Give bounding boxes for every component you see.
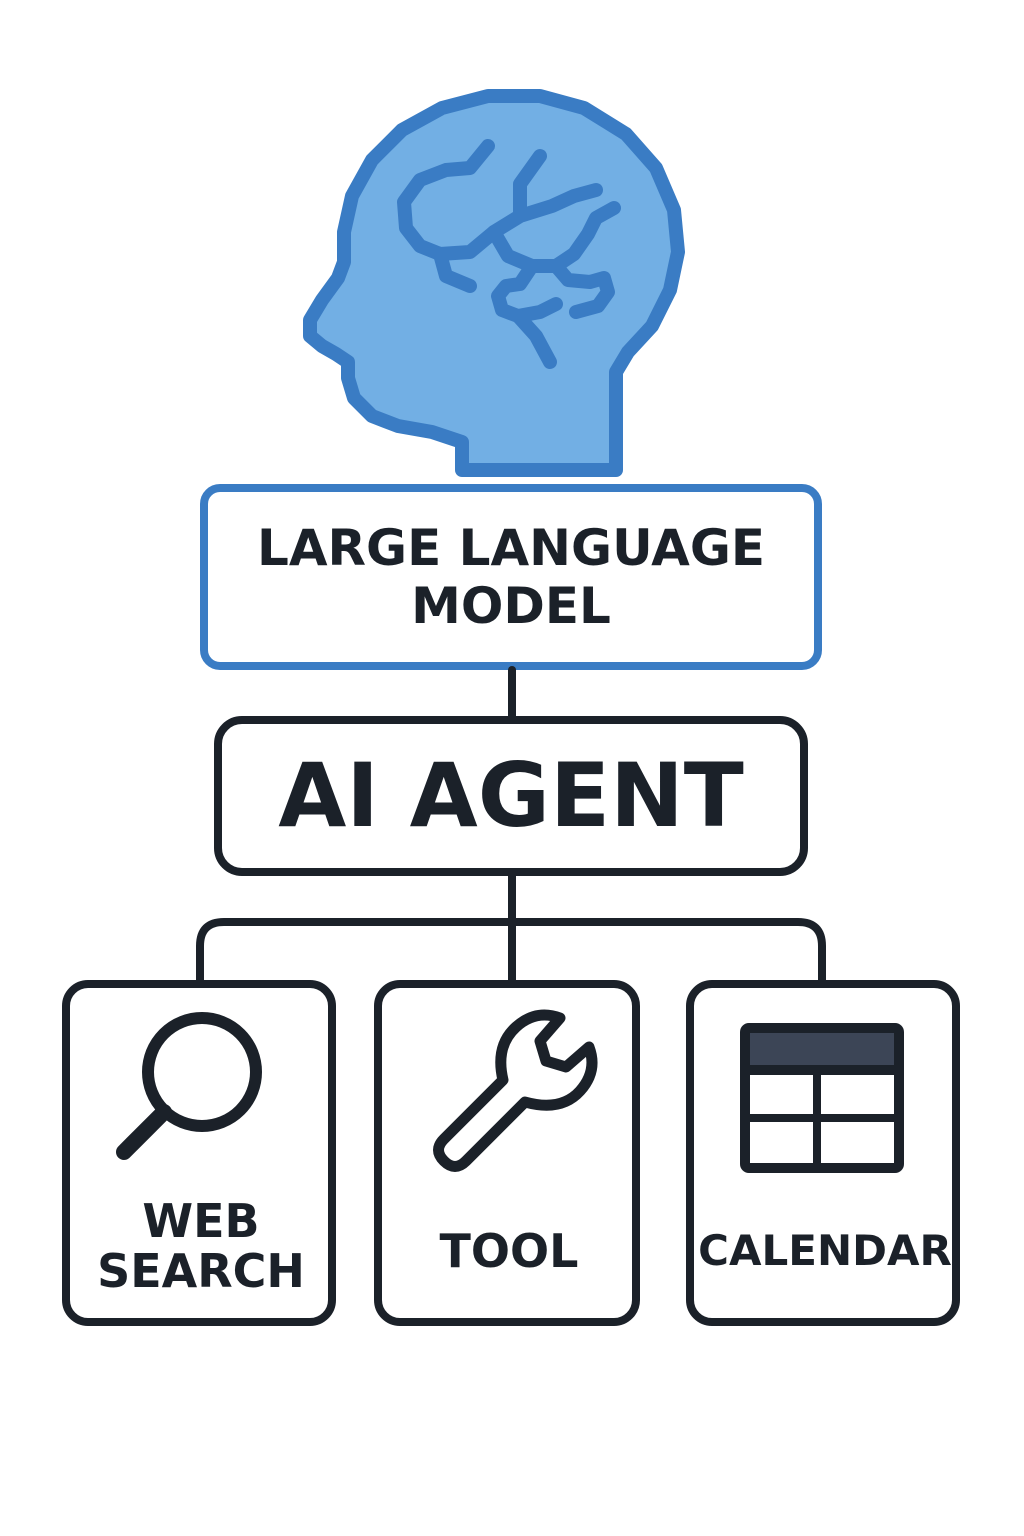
calendar-label: CALENDAR — [698, 1226, 952, 1275]
llm-label-line2: MODEL — [411, 577, 611, 635]
tool-node — [374, 980, 640, 1326]
search-icon — [116, 1012, 262, 1160]
llm-label-line1: LARGE LANGUAGE — [256, 519, 766, 577]
llm-box — [200, 484, 822, 670]
wrench-icon — [433, 1009, 598, 1172]
llm-label: LARGE LANGUAGE MODEL — [208, 492, 814, 662]
web-search-label-line1: WEB — [142, 1194, 260, 1248]
agent-label: AI AGENT — [278, 744, 744, 847]
web-search-label: WEB SEARCH — [70, 1186, 332, 1306]
web-search-node — [62, 980, 336, 1326]
agent-box — [214, 716, 808, 876]
brain-head-icon — [303, 89, 685, 477]
tool-label: TOOL — [439, 1224, 579, 1278]
calendar-icon — [740, 1023, 904, 1173]
connector-lines — [196, 666, 826, 986]
web-search-label-line2: SEARCH — [97, 1244, 305, 1298]
calendar-node — [686, 980, 960, 1326]
